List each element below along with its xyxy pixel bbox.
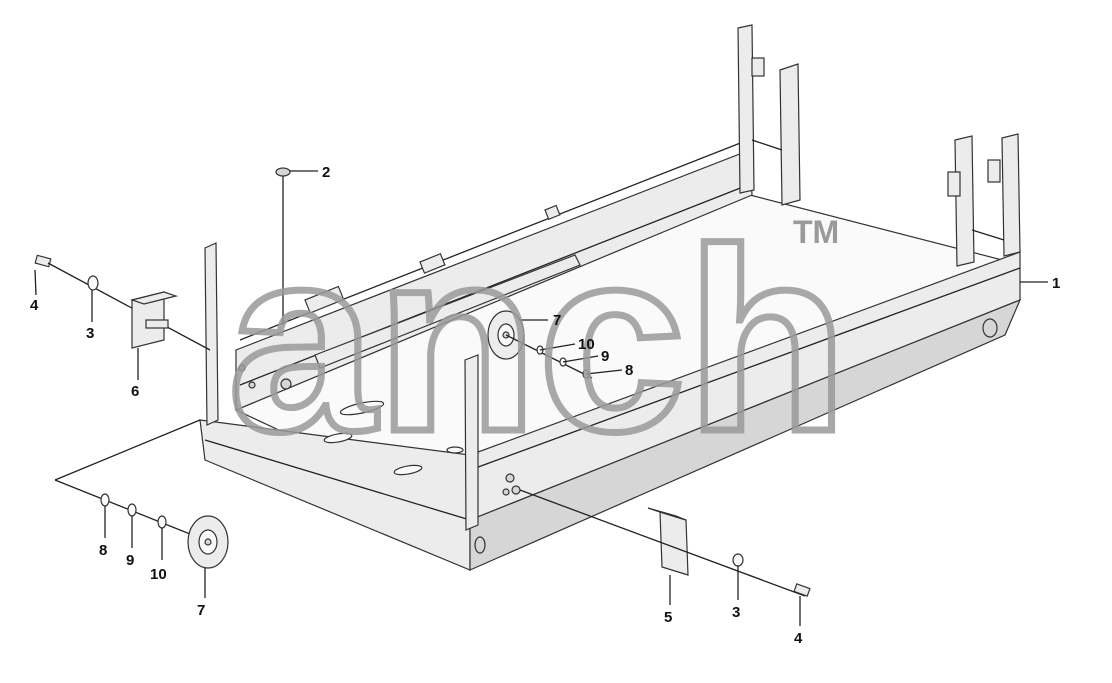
callout-3-right: 3 — [732, 604, 740, 621]
callout-2: 2 — [322, 164, 330, 181]
left-mount-group — [34, 254, 211, 351]
callout-7-lower: 7 — [197, 602, 205, 619]
callout-9-lower: 9 — [126, 552, 134, 569]
callout-1: 1 — [1052, 275, 1060, 292]
callout-7-upper: 7 — [553, 312, 561, 329]
callout-labels: 1 2 4 3 6 7 10 9 8 8 9 10 7 5 3 4 — [30, 164, 1060, 647]
callout-3-left: 3 — [86, 325, 94, 342]
callout-10-lower: 10 — [150, 566, 167, 583]
callout-4-left: 4 — [30, 297, 39, 314]
watermark: anch TM — [225, 193, 852, 490]
callout-8-upper: 8 — [625, 362, 633, 379]
watermark-tm: TM — [793, 214, 839, 250]
watermark-logo: anch — [228, 196, 848, 486]
callout-6: 6 — [131, 383, 139, 400]
leader-lines — [34, 170, 1048, 626]
callout-9-upper: 9 — [601, 348, 609, 365]
roller-wheel-upper — [487, 310, 593, 379]
right-mount-group — [519, 489, 811, 597]
washer-2 — [275, 167, 291, 325]
callout-8-lower: 8 — [99, 542, 107, 559]
callout-4-right: 4 — [794, 630, 803, 647]
frame-assembly — [199, 24, 1022, 571]
callout-5: 5 — [664, 609, 672, 626]
callout-10-upper: 10 — [578, 336, 595, 353]
roller-wheel-lower — [54, 419, 229, 569]
